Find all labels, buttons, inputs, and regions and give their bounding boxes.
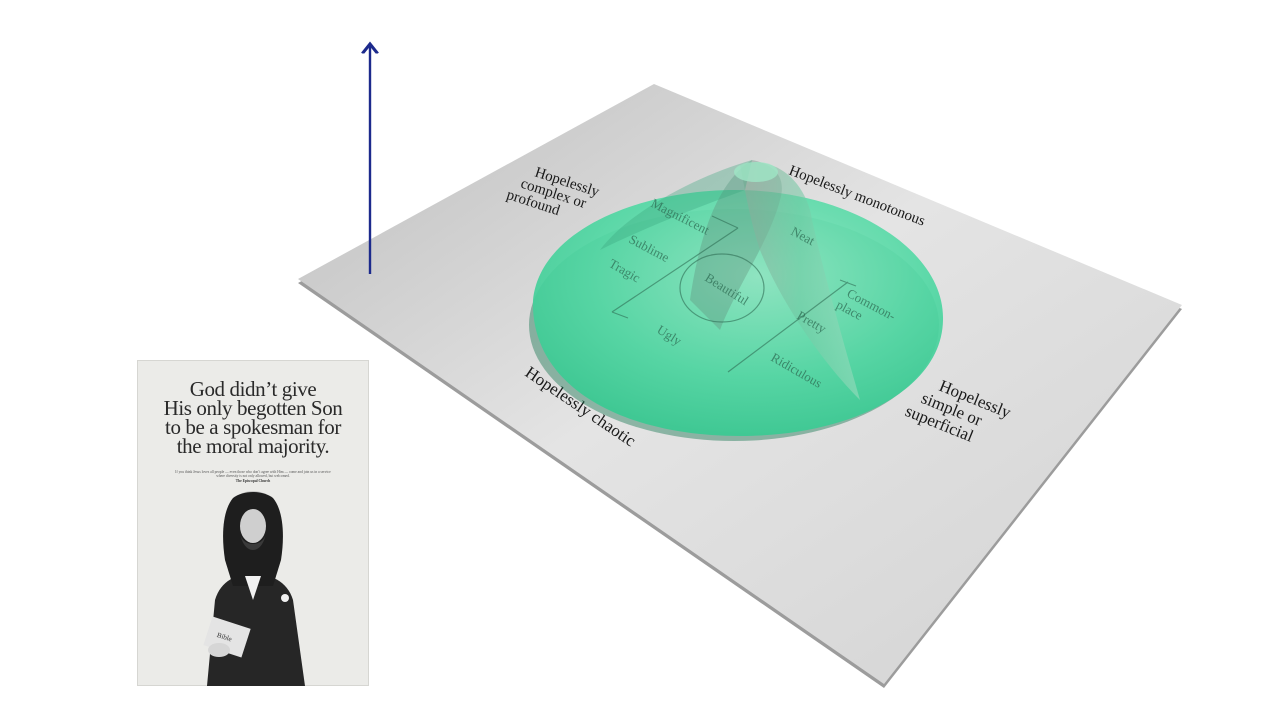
- poster-signature: The Episcopal Church: [235, 479, 271, 483]
- green-cone: Magnificent Sublime Tragic Beautiful Ugl…: [529, 160, 944, 441]
- label-hopelessly-complex: Hopelessly complex or profound: [504, 158, 604, 230]
- poster-illustration: Bible: [203, 491, 305, 686]
- poster-headline: God didn’t give His only begotten Son to…: [163, 377, 343, 458]
- poster-body-text: If you think Jesus loves all people — ev…: [175, 470, 331, 479]
- church-poster: God didn’t give His only begotten Son to…: [137, 360, 369, 686]
